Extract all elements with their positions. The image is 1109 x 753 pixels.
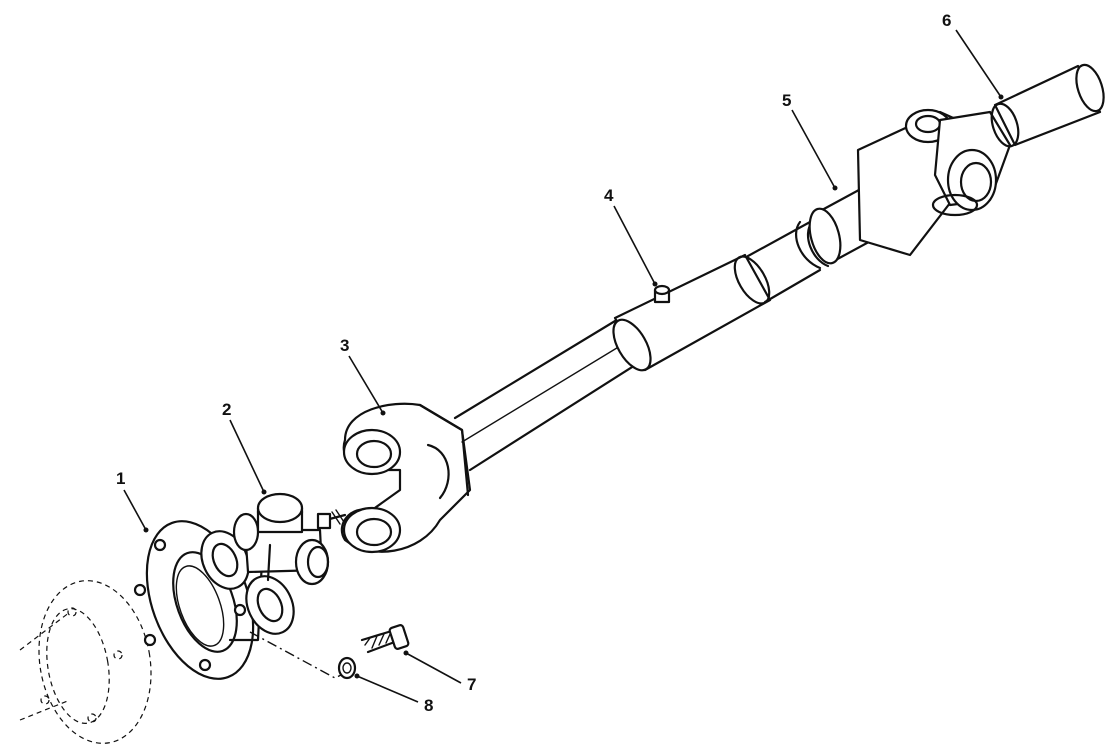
callout-3: 3 [340, 336, 349, 355]
rear-universal-joint [856, 108, 1012, 257]
shaft-tube [453, 220, 830, 472]
callout-7: 7 [467, 675, 476, 694]
grease-fitting [316, 509, 347, 530]
callout-6: 6 [942, 11, 951, 30]
callout-8: 8 [424, 696, 433, 715]
journal-cross-part [232, 492, 330, 586]
mating-hub-phantom [19, 580, 152, 744]
callout-leaders [123, 29, 1004, 703]
callout-2: 2 [222, 400, 231, 419]
bolt-part [360, 624, 410, 654]
callout-5: 5 [782, 91, 791, 110]
sleeve-lube-fitting [653, 284, 671, 304]
callout-4: 4 [604, 186, 614, 205]
flange-yoke-part [133, 520, 295, 680]
stub-shaft-part [990, 63, 1105, 148]
callout-1: 1 [116, 469, 125, 488]
lockwasher-part [337, 656, 357, 680]
slip-yoke-part [340, 402, 472, 554]
